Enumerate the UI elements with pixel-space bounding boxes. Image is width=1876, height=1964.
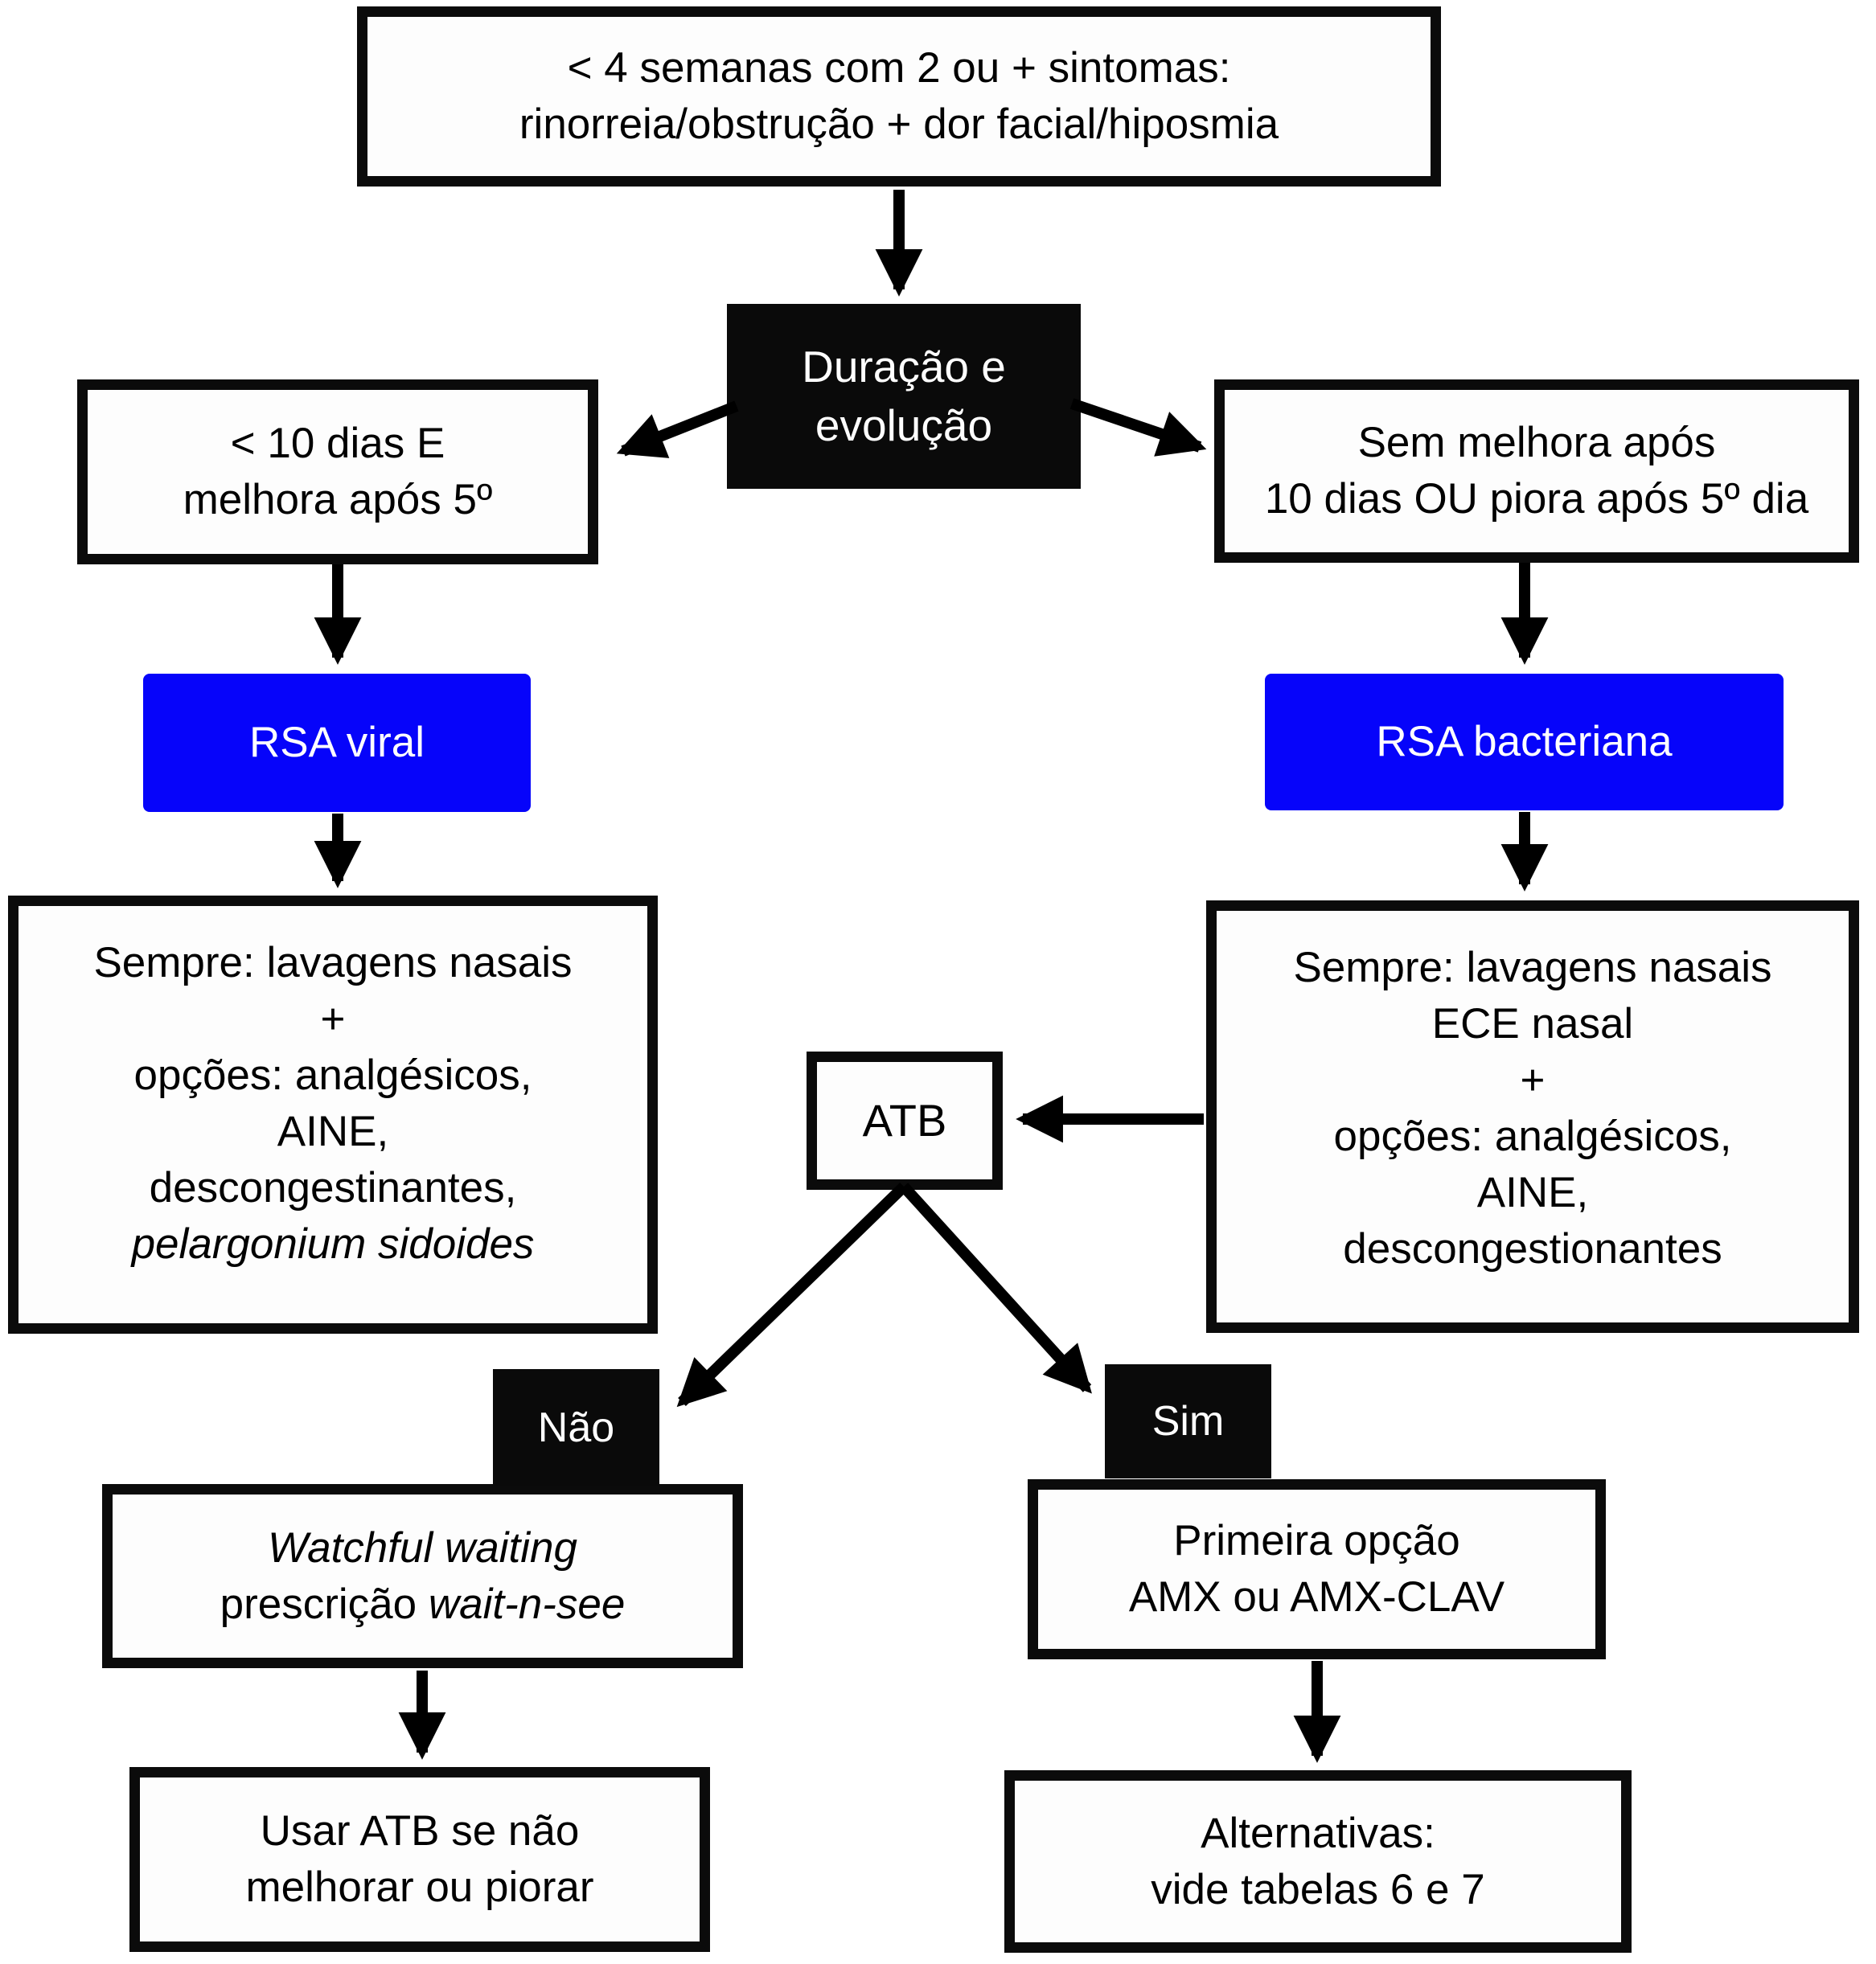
node-viral-treatment: Sempre: lavagens nasais + opções: analgé… — [8, 896, 658, 1334]
node-atb: ATB — [807, 1052, 1003, 1190]
node-alternatives: Alternativas: vide tabelas 6 e 7 — [1004, 1770, 1632, 1953]
text-italic: wait-n-see — [428, 1580, 626, 1628]
node-no: Não — [493, 1369, 659, 1486]
node-bacterial-criteria: Sem melhora após 10 dias OU piora após 5… — [1214, 379, 1859, 563]
node-viral-criteria: < 10 dias E melhora após 5º — [77, 379, 598, 564]
text-normal: prescrição — [220, 1580, 417, 1628]
text-line: 10 dias OU piora após 5º dia — [1264, 475, 1809, 523]
text-line: Primeira opção — [1173, 1517, 1460, 1565]
text-line: Alternativas: — [1201, 1809, 1435, 1857]
node-symptoms: < 4 semanas com 2 ou + sintomas: rinorre… — [357, 6, 1441, 187]
text-line: Sempre: lavagens nasais — [1293, 944, 1772, 991]
text-line-italic: Watchful waiting — [268, 1523, 577, 1572]
node-bacterial-treatment: Sempre: lavagens nasais ECE nasal + opçõ… — [1206, 900, 1859, 1333]
text-line: Sem melhora após — [1357, 419, 1716, 467]
text-line: descongestinantes, — [149, 1163, 517, 1212]
text-line: RSA bacteriana — [1376, 718, 1673, 766]
text-line: Não — [537, 1404, 615, 1451]
node-use-atb: Usar ATB se não melhorar ou piorar — [129, 1767, 710, 1952]
text-line: + — [320, 994, 346, 1043]
text-line: AMX ou AMX-CLAV — [1128, 1573, 1505, 1621]
node-duration-evolution: Duração e evolução — [727, 304, 1081, 489]
text-line: melhorar ou piorar — [245, 1864, 594, 1911]
node-yes: Sim — [1105, 1364, 1271, 1478]
arrow-duration-to-viral-criteria — [616, 400, 739, 458]
text-line: + — [1520, 1056, 1546, 1104]
text-line: melhora após 5º — [183, 476, 493, 523]
text-line: evolução — [815, 400, 993, 450]
text-line: AINE, — [277, 1107, 389, 1155]
text-line: rinorreia/obstrução + dor facial/hiposmi… — [519, 100, 1279, 148]
arrow-atb-to-no — [676, 1182, 908, 1408]
text-line: ECE nasal — [1431, 999, 1634, 1048]
text-line: descongestionantes — [1343, 1224, 1722, 1273]
text-line-italic: pelargonium sidoides — [131, 1220, 535, 1268]
text-line: < 4 semanas com 2 ou + sintomas: — [567, 44, 1231, 92]
arrow-atb-to-yes — [899, 1183, 1092, 1394]
node-rsa-bacteriana: RSA bacteriana — [1265, 674, 1784, 810]
text-line: AINE, — [1476, 1168, 1589, 1216]
node-watchful-waiting: Watchful waiting prescrição wait-n-see — [102, 1484, 743, 1668]
text-line: Duração e — [802, 342, 1006, 392]
node-rsa-viral: RSA viral — [143, 674, 531, 812]
text-line: prescrição wait-n-see — [220, 1577, 626, 1633]
text-line: opções: analgésicos, — [1333, 1112, 1732, 1160]
text-line: < 10 dias E — [230, 420, 445, 468]
text-line: ATB — [862, 1095, 947, 1146]
text-line: Sim — [1151, 1397, 1225, 1445]
text-line: RSA viral — [249, 719, 425, 767]
text-line: Sempre: lavagens nasais — [93, 939, 573, 986]
text-line: Usar ATB se não — [260, 1807, 580, 1855]
text-line: opções: analgésicos, — [133, 1051, 532, 1099]
arrow-duration-to-bacterial-criteria — [1069, 398, 1207, 457]
text-line: vide tabelas 6 e 7 — [1151, 1865, 1485, 1913]
node-first-option: Primeira opção AMX ou AMX-CLAV — [1028, 1479, 1606, 1659]
